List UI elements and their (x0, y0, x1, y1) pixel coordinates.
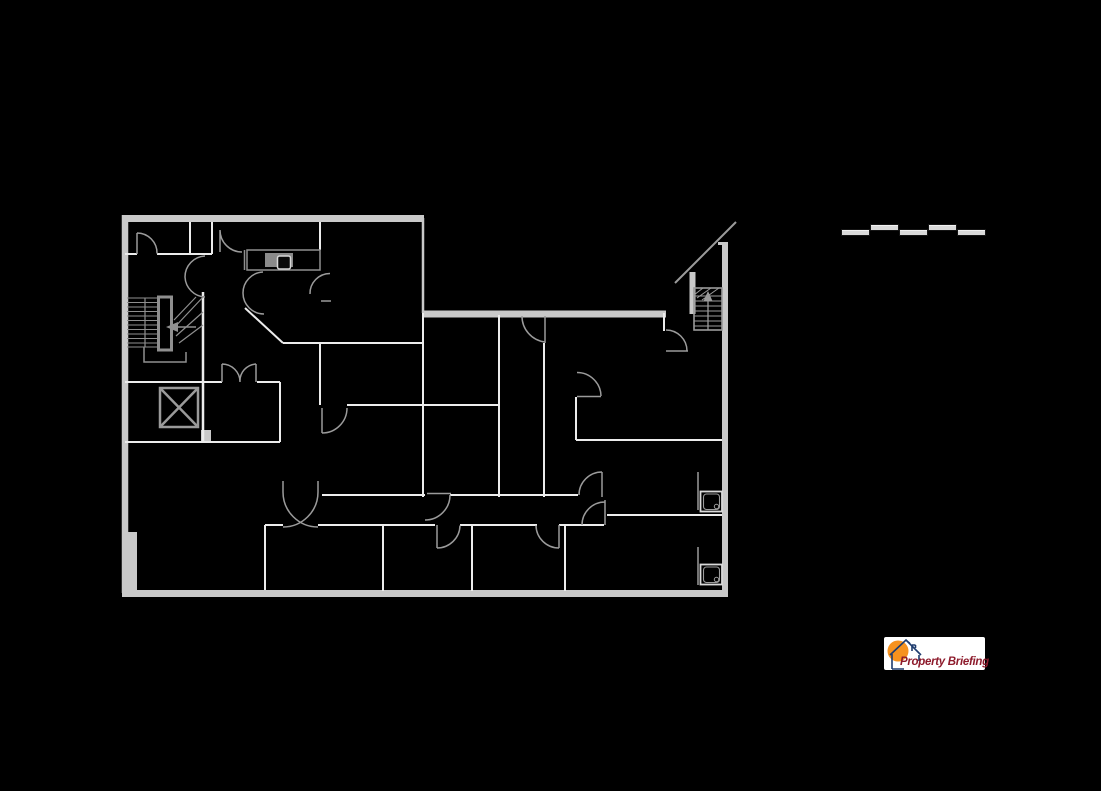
entrance-steps (693, 287, 723, 331)
double-door-hall-east (242, 271, 265, 315)
interior-walls (125, 222, 722, 591)
stair-winders (171, 295, 205, 344)
tray-inner (702, 566, 721, 584)
shaft-x-icon (159, 387, 199, 428)
diagonal-wall (244, 307, 284, 344)
double-door-hall-west (184, 255, 206, 298)
tray-outline (699, 490, 723, 513)
door-top-room (521, 315, 546, 343)
left-room-walls (125, 381, 281, 443)
door-bath-lower (581, 500, 606, 526)
counter-outline (246, 249, 321, 271)
property-briefing-logo: Property Briefing (884, 637, 989, 670)
tray-drain (713, 576, 720, 583)
door-swings (136, 229, 688, 549)
door-entry (665, 329, 688, 352)
scale-bar-segment (870, 224, 899, 231)
door-kitchen-south (309, 272, 331, 302)
door-bottom-room-2 (535, 525, 560, 549)
shaft-box (158, 386, 200, 429)
door-corridor-west (424, 492, 451, 521)
house-icon (889, 638, 922, 670)
tray-drain (713, 503, 720, 510)
logo-text: Property Briefing (900, 656, 989, 668)
kitchen-counter (243, 249, 321, 271)
door-mid-room (321, 407, 348, 434)
stair-rail (157, 295, 173, 352)
tray-outline (699, 563, 723, 586)
door-top-left (136, 232, 158, 254)
steps-hatch (693, 287, 720, 301)
house-sun-icon (887, 638, 922, 670)
double-door-left-room (221, 363, 257, 383)
main-staircase (127, 295, 205, 363)
door-corridor-east (578, 471, 603, 497)
scale-bar (841, 224, 986, 237)
stair-arrow-head (166, 322, 178, 332)
scale-bar-segment (841, 229, 870, 236)
sink-bowl (276, 255, 292, 270)
closet-walls (125, 222, 213, 255)
right-room-walls (575, 397, 722, 516)
entrance-ramp (674, 221, 737, 284)
elevator-shaft (158, 386, 200, 429)
door-bath-upper (576, 371, 602, 398)
scale-bar-segment (957, 229, 986, 236)
core-walls (498, 315, 545, 497)
left-wall-pier (122, 532, 137, 592)
stair-treads (127, 297, 158, 348)
tray-inner (702, 493, 721, 511)
outer-walls (121, 215, 728, 597)
double-door-corridor-x (282, 481, 319, 528)
steps-arrow-head (703, 291, 713, 301)
scale-bar-segment (899, 229, 928, 236)
door-kitchen-entry (219, 229, 243, 253)
shower-tray-top (697, 472, 723, 513)
stairwell-edge (143, 347, 187, 363)
wall-notch (201, 430, 211, 442)
scale-bar-segment (928, 224, 957, 231)
door-bottom-room-1 (436, 525, 461, 549)
shower-tray-bottom (697, 547, 723, 586)
bottom-room-dividers (264, 525, 566, 591)
mid-room-walls (283, 313, 499, 497)
